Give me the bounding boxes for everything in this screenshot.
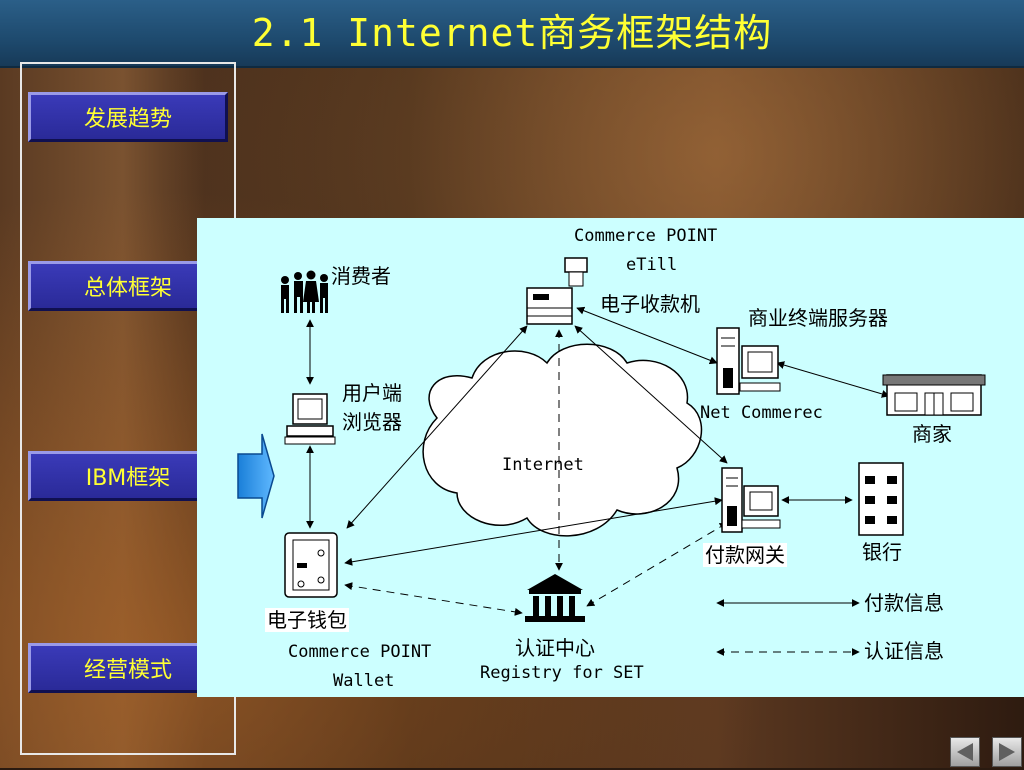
- nav-button-business-model[interactable]: 经营模式: [28, 643, 228, 693]
- server-icon: [716, 327, 781, 395]
- triangle-right-icon: [999, 743, 1015, 761]
- label-cash-register: 电子收款机: [600, 292, 700, 316]
- next-slide-button[interactable]: [992, 737, 1022, 767]
- label-browser-1: 用户端: [342, 381, 402, 405]
- cash-register-icon: [526, 257, 588, 325]
- triangle-left-icon: [957, 743, 973, 761]
- label-commerce-server: 商业终端服务器: [748, 306, 888, 330]
- title-bar: 2.1 Internet商务框架结构: [0, 0, 1024, 68]
- nav-button-framework[interactable]: 总体框架: [28, 261, 228, 311]
- label-wallet: 电子钱包: [265, 608, 349, 632]
- label-registry: Registry for SET: [480, 663, 644, 683]
- nav-label: 总体框架: [83, 276, 172, 301]
- nav-label: 发展趋势: [83, 107, 172, 132]
- legend-payment-info: 付款信息: [864, 591, 944, 615]
- legend-cert-info: 认证信息: [864, 639, 944, 663]
- label-payment-gateway: 付款网关: [703, 543, 787, 567]
- cert-connectors: [344, 329, 860, 656]
- label-internet: Internet: [502, 455, 584, 475]
- label-wallet-2: Wallet: [333, 671, 395, 691]
- pointer-arrow-icon: [237, 433, 275, 519]
- nav-button-trend[interactable]: 发展趋势: [28, 92, 228, 142]
- wallet-icon: [284, 532, 338, 598]
- bank-building-icon: [858, 462, 904, 536]
- commerce-diagram: [281, 257, 986, 656]
- nav-label: IBM框架: [85, 466, 171, 491]
- people-icon: [281, 270, 328, 313]
- nav-button-ibm[interactable]: IBM框架: [28, 451, 228, 501]
- cloud-icon: [422, 343, 703, 537]
- label-consumer: 消费者: [331, 264, 391, 288]
- label-etill-2: eTill: [626, 255, 678, 275]
- page-title: 2.1 Internet商务框架结构: [251, 11, 773, 55]
- label-cert-center: 认证中心: [515, 636, 595, 660]
- server-icon: [721, 467, 781, 533]
- label-browser-2: 浏览器: [342, 410, 402, 434]
- label-merchant: 商家: [912, 422, 952, 446]
- cert-center-icon: [525, 574, 585, 622]
- store-icon: [882, 374, 986, 416]
- computer-icon: [284, 393, 336, 445]
- payment-connectors: [306, 306, 890, 607]
- label-etill-1: Commerce POINT: [574, 226, 718, 246]
- label-net-commerce: Net Commerec: [700, 403, 823, 423]
- label-bank: 银行: [862, 540, 902, 564]
- nav-label: 经营模式: [83, 658, 172, 683]
- prev-slide-button[interactable]: [950, 737, 980, 767]
- label-wallet-1: Commerce POINT: [288, 642, 432, 662]
